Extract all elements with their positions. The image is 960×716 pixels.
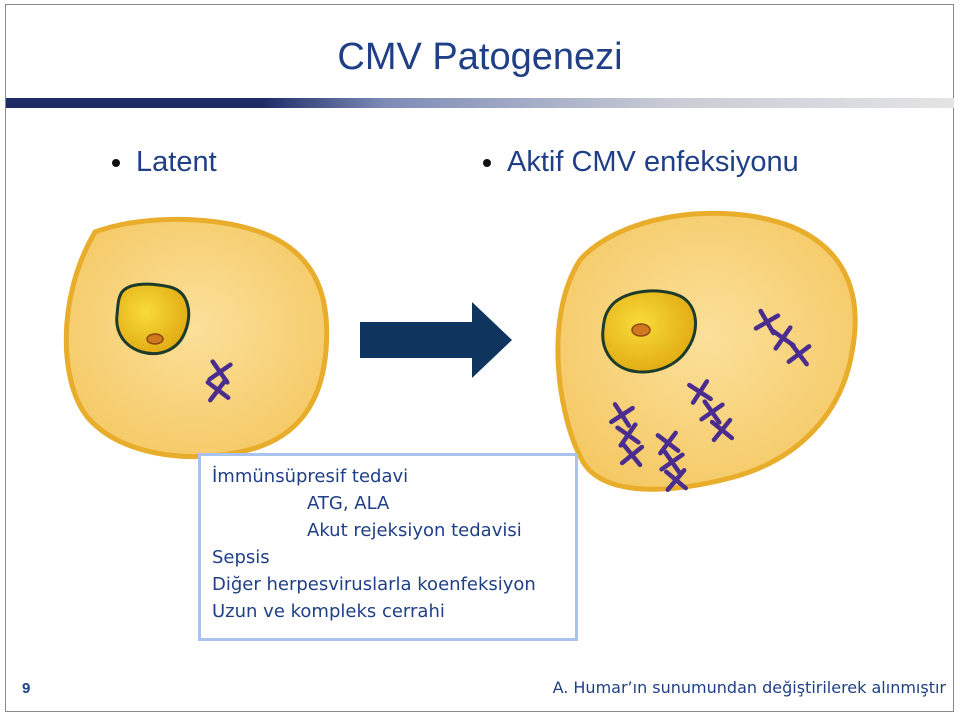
bullet-latent: Latent bbox=[112, 146, 217, 179]
factor-line: ATG, ALA bbox=[307, 493, 390, 514]
bullet-dot-icon bbox=[112, 158, 120, 167]
bullet-dot-icon bbox=[483, 158, 491, 167]
factor-line: Sepsis bbox=[212, 547, 270, 568]
latent-cell bbox=[63, 216, 330, 460]
bullet-active-label: Aktif CMV enfeksiyonu bbox=[507, 146, 799, 178]
factor-line: Uzun ve kompleks cerrahi bbox=[212, 601, 445, 622]
bullet-latent-label: Latent bbox=[136, 146, 217, 178]
active-cell bbox=[555, 210, 858, 492]
slide-title: CMV Patogenezi bbox=[337, 36, 623, 78]
factor-line: Akut rejeksiyon tedavisi bbox=[307, 520, 522, 541]
title-underline-bar bbox=[6, 98, 954, 108]
factor-line: Diğer herpesviruslarla koenfeksiyon bbox=[212, 574, 536, 595]
source-credit: A. Humar’ın sunumundan değiştirilerek al… bbox=[552, 678, 946, 697]
slide-frame bbox=[5, 4, 954, 712]
progression-arrow-icon bbox=[360, 302, 512, 378]
bullet-active-infection: Aktif CMV enfeksiyonu bbox=[483, 146, 799, 179]
factor-line: İmmünsüpresif tedavi bbox=[212, 466, 409, 487]
page-number: 9 bbox=[22, 680, 31, 697]
risk-factors-box: İmmünsüpresif tedavi ATG, ALA Akut rejek… bbox=[198, 453, 578, 641]
